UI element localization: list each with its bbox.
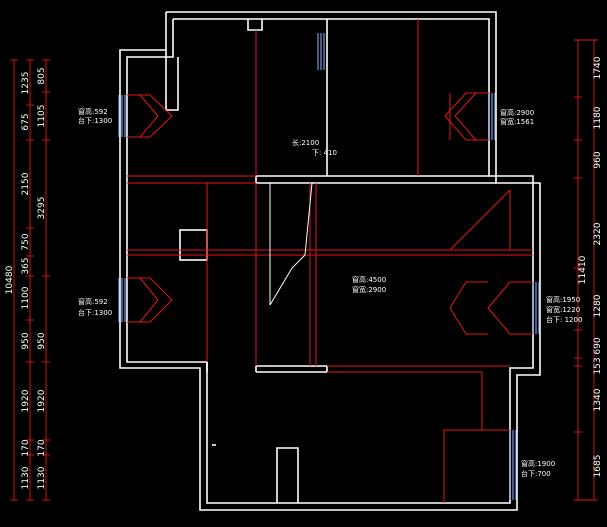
left-seg-1: 1235 <box>21 72 31 95</box>
left-seg-4: 750 <box>21 233 31 250</box>
note-center-1: 窗高:4500 <box>352 275 386 284</box>
note-right-mid-3: 台下: 1200 <box>546 315 582 324</box>
note-right-mid-1: 窗高:1950 <box>546 295 580 304</box>
window-right-mid <box>532 282 540 334</box>
interior-red-lines <box>127 19 533 503</box>
right-seg-3: 960 <box>593 151 603 168</box>
right-dimension-chain: 1740 1180 960 2320 1280 690 153 1340 168… <box>574 39 603 501</box>
right-seg-8: 1340 <box>593 388 603 411</box>
left-seg-8: 1920 <box>21 389 31 412</box>
left-inner-seg-7: 1130 <box>37 466 47 489</box>
note-bottom-right-2: 台下:700 <box>521 469 551 478</box>
note-center-top-1: 长:2100 <box>292 138 319 147</box>
note-left-top-1: 窗高:592 <box>78 107 108 116</box>
right-total-label: 11410 <box>578 255 588 284</box>
window-left-mid <box>118 278 126 322</box>
note-left-mid-1: 窗高:592 <box>78 297 108 306</box>
right-seg-2: 1180 <box>593 106 603 129</box>
note-left-top-2: 台下:1300 <box>78 116 112 125</box>
left-seg-5: 365 <box>21 257 31 274</box>
left-inner-seg-2: 1105 <box>37 105 47 128</box>
note-center-top-2: 下: 410 <box>312 149 337 157</box>
note-right-mid-2: 窗宽:1220 <box>546 305 580 314</box>
right-seg-4: 2320 <box>593 222 603 245</box>
left-seg-2: 675 <box>21 113 31 130</box>
window-top <box>317 33 325 70</box>
window-bottom-right <box>509 430 517 500</box>
window-right-top <box>488 93 496 140</box>
left-seg-9: 170 <box>21 439 31 456</box>
left-total-label: 10480 <box>5 265 15 294</box>
right-seg-9: 1685 <box>593 455 603 478</box>
left-inner-seg-4: 950 <box>37 332 47 349</box>
exterior-walls <box>119 11 541 511</box>
left-inner-seg-3: 3295 <box>37 197 47 220</box>
right-seg-7: 153 <box>593 357 603 374</box>
right-seg-6: 690 <box>593 337 603 354</box>
left-inner-seg-6: 170 <box>37 439 47 456</box>
note-bottom-right-1: 窗高:1900 <box>521 459 555 468</box>
note-center-2: 窗宽:2900 <box>352 285 386 294</box>
left-inner-seg-1: 805 <box>37 67 47 84</box>
window-left-top <box>118 95 126 137</box>
right-seg-1: 1740 <box>593 56 603 79</box>
windows <box>118 33 540 500</box>
note-right-top-1: 窗高:2900 <box>500 108 534 117</box>
annotations: 窗高:592 台下:1300 窗高:592 台下:1300 长:2100 下: … <box>78 107 582 478</box>
left-seg-10: 1130 <box>21 466 31 489</box>
stair <box>269 182 313 306</box>
note-left-mid-2: 台下:1300 <box>78 308 112 317</box>
left-seg-6: 1100 <box>21 286 31 309</box>
left-seg-3: 2150 <box>21 172 31 195</box>
left-dimension-chain: 10480 1235 675 2150 750 365 1100 950 192… <box>5 59 50 501</box>
left-seg-7: 950 <box>21 332 31 349</box>
right-seg-5: 1280 <box>593 294 603 317</box>
note-right-top-2: 窗宽:1561 <box>500 117 534 126</box>
left-inner-seg-5: 1920 <box>37 389 47 412</box>
